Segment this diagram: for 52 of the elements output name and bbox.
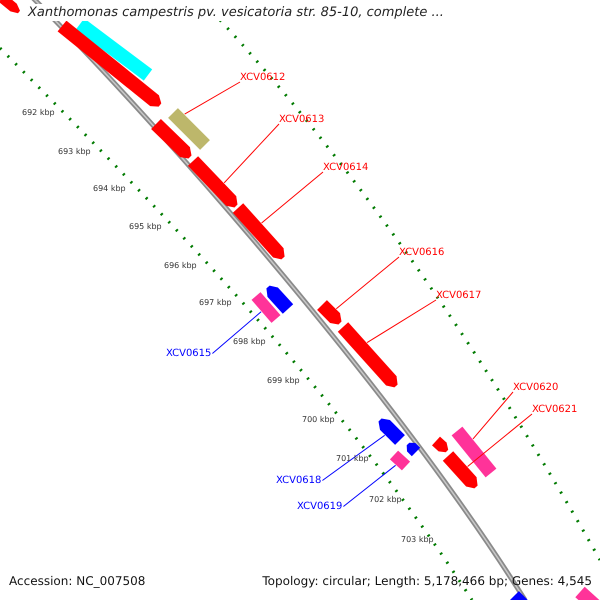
- gene-label: XCV0620: [513, 382, 558, 393]
- leader-line: [322, 434, 386, 481]
- gene-label: XCV0618: [276, 475, 322, 486]
- tick-label: 698 kbp: [233, 337, 266, 346]
- tick-label: 695 kbp: [129, 222, 162, 231]
- gene-label: XCV0615: [166, 348, 212, 359]
- leader-line: [224, 124, 280, 184]
- gene-label: XCV0614: [323, 162, 368, 173]
- accession-text: Accession: NC_007508: [9, 574, 146, 588]
- tick-label: 692 kbp: [22, 108, 55, 117]
- tick-label: 703 kbp: [401, 535, 434, 544]
- gene-block: [0, 0, 20, 14]
- gene-label: XCV0621: [532, 404, 578, 415]
- genome-info-text: Topology: circular; Length: 5,178,466 bp; Genes: 4,545: [262, 574, 592, 588]
- gene-block: [442, 451, 478, 488]
- gene-block: [317, 300, 342, 324]
- tick-label: 702 kbp: [369, 495, 402, 504]
- gene-block: [188, 156, 238, 208]
- gene-block: [58, 20, 162, 107]
- gene-block: [232, 203, 285, 260]
- leader-line: [184, 82, 240, 115]
- gene-block: [338, 322, 398, 388]
- tick-label: 701 kbp: [336, 454, 369, 463]
- gene-block: [151, 119, 192, 158]
- leader-line: [366, 300, 436, 344]
- tick-label: 693 kbp: [58, 147, 91, 156]
- tick-label: 697 kbp: [199, 298, 232, 307]
- gene-block: [406, 442, 420, 456]
- gene-block: [452, 426, 496, 478]
- gene-block: [575, 586, 600, 600]
- gene-label: XCV0617: [436, 290, 482, 301]
- gene-block: [432, 436, 448, 452]
- leader-line: [467, 414, 532, 467]
- gene-label: XCV0613: [279, 114, 324, 125]
- tick-label: 696 kbp: [164, 261, 197, 270]
- leader-line: [336, 256, 400, 310]
- leader-line: [212, 311, 262, 354]
- leader-line: [472, 392, 514, 440]
- gene-block: [252, 292, 280, 323]
- gene-block: [378, 418, 405, 445]
- tick-label: 700 kbp: [302, 415, 335, 424]
- tick-label: 699 kbp: [267, 376, 300, 385]
- leader-line: [342, 464, 396, 507]
- gene-label: XCV0619: [297, 501, 342, 512]
- gene-block: [168, 108, 210, 150]
- gene-label: XCV0612: [240, 72, 286, 83]
- leader-line: [261, 172, 324, 224]
- tick-label: 694 kbp: [93, 184, 126, 193]
- gene-label: XCV0616: [399, 247, 444, 258]
- gene-block: [266, 286, 294, 314]
- gene-block: [76, 18, 152, 81]
- gene-block: [390, 450, 410, 470]
